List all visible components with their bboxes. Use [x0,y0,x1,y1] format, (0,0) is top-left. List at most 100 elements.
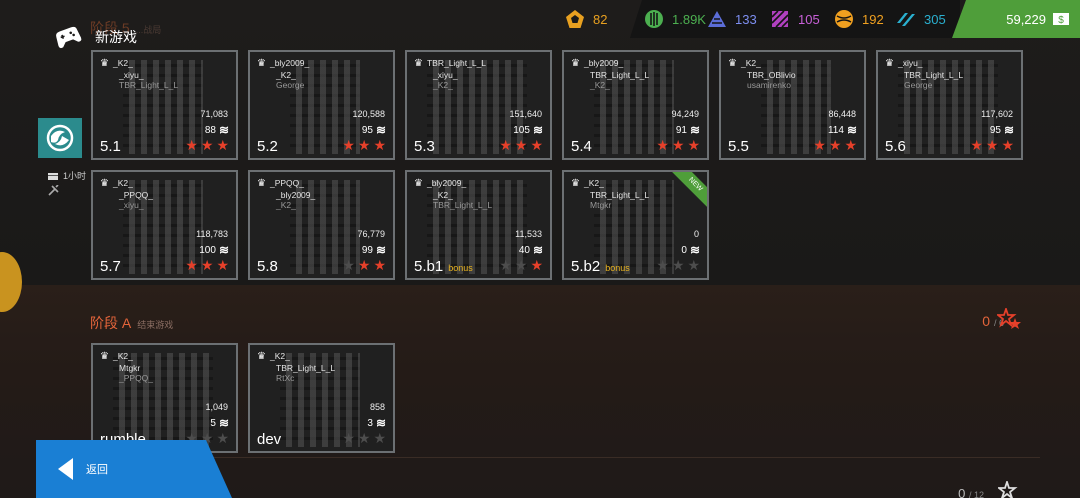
bonus-tag: bonus [448,263,473,273]
waves-value: 105 [513,124,530,136]
player-name: ♛_bly2009_ [257,58,309,70]
level-score: 117,602 [981,109,1013,119]
crown-icon: ♛ [571,178,580,189]
level-waves: 91≋ [676,123,700,137]
player-name-text: _bly2009_ [276,189,316,200]
star-icon: ★ [828,137,842,153]
level-map-preview [594,60,674,154]
player-name: George [257,80,309,91]
level-waves: 5≋ [210,416,229,430]
star-icon: ★ [656,137,669,153]
star-icon: ★ [357,430,371,446]
player-name-text: TBR_Light_L_L [426,58,487,68]
player-name-text: TBR_Light_L_L [119,80,179,90]
level-stars: ★★★ [970,138,1014,152]
bonus-tag: bonus [605,263,630,273]
crown-icon: ♛ [571,58,580,69]
stageA-title-label: 阶段 A [90,315,132,331]
resource-purple-value: 105 [798,11,820,27]
waves-value: 0 [681,244,687,256]
level-stars: ★★★ [342,138,386,152]
level-code-text: 5.2 [257,138,278,155]
money-bar[interactable]: 59,229 $ [952,0,1080,38]
stageA-progress-total: / 6 [993,318,1004,328]
player-name-text: _K2_ [276,69,296,80]
resource-orange-value: 192 [862,11,884,27]
player-name: Mtgkr [571,200,649,211]
waves-value: 3 [367,417,373,429]
level-score: 118,783 [196,229,228,239]
level-score: 858 [369,402,385,412]
player-name: TBR_OBlivio [728,70,796,81]
gamepad-icon [55,26,82,49]
star-icon: ★ [530,137,543,153]
resource-strip [630,0,960,38]
level-waves: 3≋ [367,416,386,430]
next-stage-progress: 0 / 12 [958,486,984,498]
level-waves: 0≋ [681,243,700,257]
player-name: ♛_K2_ [571,178,649,190]
waves-value: 114 [827,124,844,136]
crown-icon: ♛ [100,351,109,362]
gold-coin-icon[interactable] [0,252,22,312]
star-icon: ★ [216,430,229,446]
level-map-preview [280,353,360,447]
level-map-preview [898,60,998,154]
level-map-preview [123,60,203,154]
back-button[interactable]: 返回 [36,440,232,498]
waves-value: 40 [518,244,530,256]
next-stage-progress-value: 0 [958,486,966,498]
faction-badge[interactable] [38,118,82,158]
player-name: _bly2009_ [257,190,315,201]
level-waves: 114≋ [827,123,857,137]
new-game-button[interactable]: 新游戏 [53,24,137,50]
player-name-text: _K2_ [590,80,610,90]
level-top-players: ♛TBR_Light_L_L_xiyu__K2_ [414,58,486,91]
star-icon: ★ [813,137,826,153]
crown-icon: ♛ [257,58,266,69]
tools-icon[interactable] [48,185,59,196]
player-name: ♛_bly2009_ [414,178,492,190]
star-icon: ★ [844,137,857,153]
section-divider [60,457,1040,458]
level-code: 5.4 [571,138,592,155]
level-stars: ★★★ [185,138,229,152]
level-code: 5.8 [257,258,278,275]
player-name-text: _xiyu_ [119,200,144,210]
level-score: 120,588 [352,109,385,119]
star-icon: ★ [342,137,355,153]
level-map-preview [594,180,674,274]
star-icon: ★ [216,137,229,153]
star-icon: ★ [342,257,355,273]
level-stars: ★★★ [656,258,700,272]
level-waves: 95≋ [990,123,1014,137]
purple-stripes-icon [771,10,789,28]
player-name-text: George [904,80,933,90]
star-icon: ★ [373,430,386,446]
level-score: 0 [693,229,699,239]
level-stars: ★★★ [342,258,386,272]
waves-value: 100 [199,244,216,256]
player-name-text: TBR_Light_L_L [590,189,650,200]
player-name: TBR_Light_L_L [571,190,649,201]
next-stage-progress-total: / 12 [968,490,984,498]
timer: 1小时 [47,169,86,182]
star-icon: ★ [530,257,543,273]
player-name-text: TBR_Light_L_L [590,69,650,80]
star-icon: ★ [499,257,512,273]
player-name: _K2_ [414,80,486,91]
level-code: 5.6 [885,138,906,155]
